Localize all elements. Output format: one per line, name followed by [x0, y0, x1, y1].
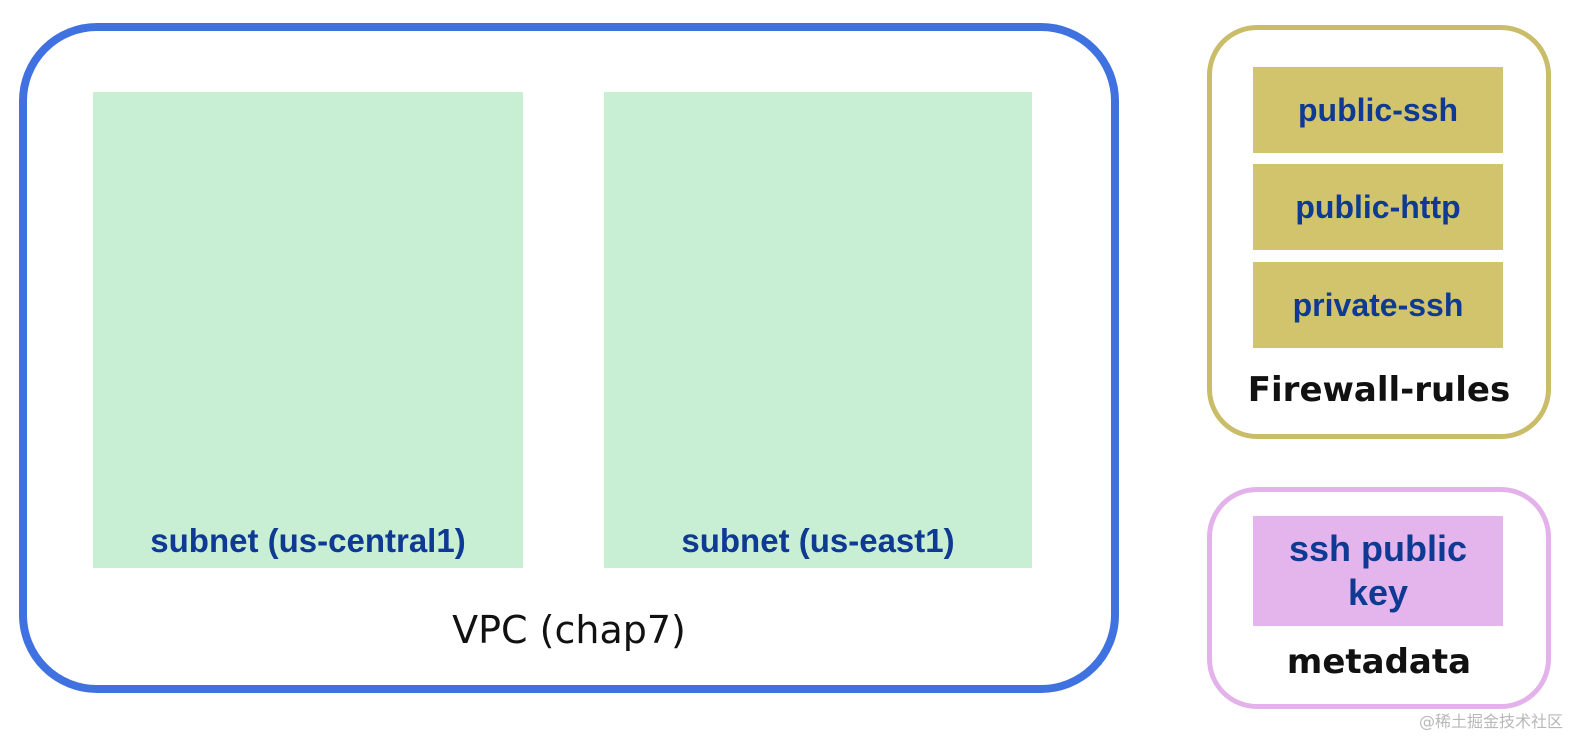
- vpc-label: VPC (chap7): [452, 608, 686, 652]
- subnet-label: subnet (us-central1): [150, 522, 466, 559]
- metadata-ssh-public-key: ssh public key: [1253, 516, 1503, 626]
- subnet-label: subnet (us-east1): [681, 522, 955, 559]
- metadata-label: metadata: [1286, 642, 1472, 682]
- firewall-rule-private-ssh: private-ssh: [1253, 262, 1503, 348]
- subnet-us-central1: subnet (us-central1): [93, 92, 523, 568]
- firewall-rules-label: Firewall-rules: [1247, 370, 1511, 410]
- subnet-us-east1: subnet (us-east1): [604, 92, 1032, 568]
- firewall-rule-public-ssh: public-ssh: [1253, 67, 1503, 153]
- watermark: @稀土掘金技术社区: [1418, 712, 1563, 731]
- firewall-rule-public-http: public-http: [1253, 164, 1503, 250]
